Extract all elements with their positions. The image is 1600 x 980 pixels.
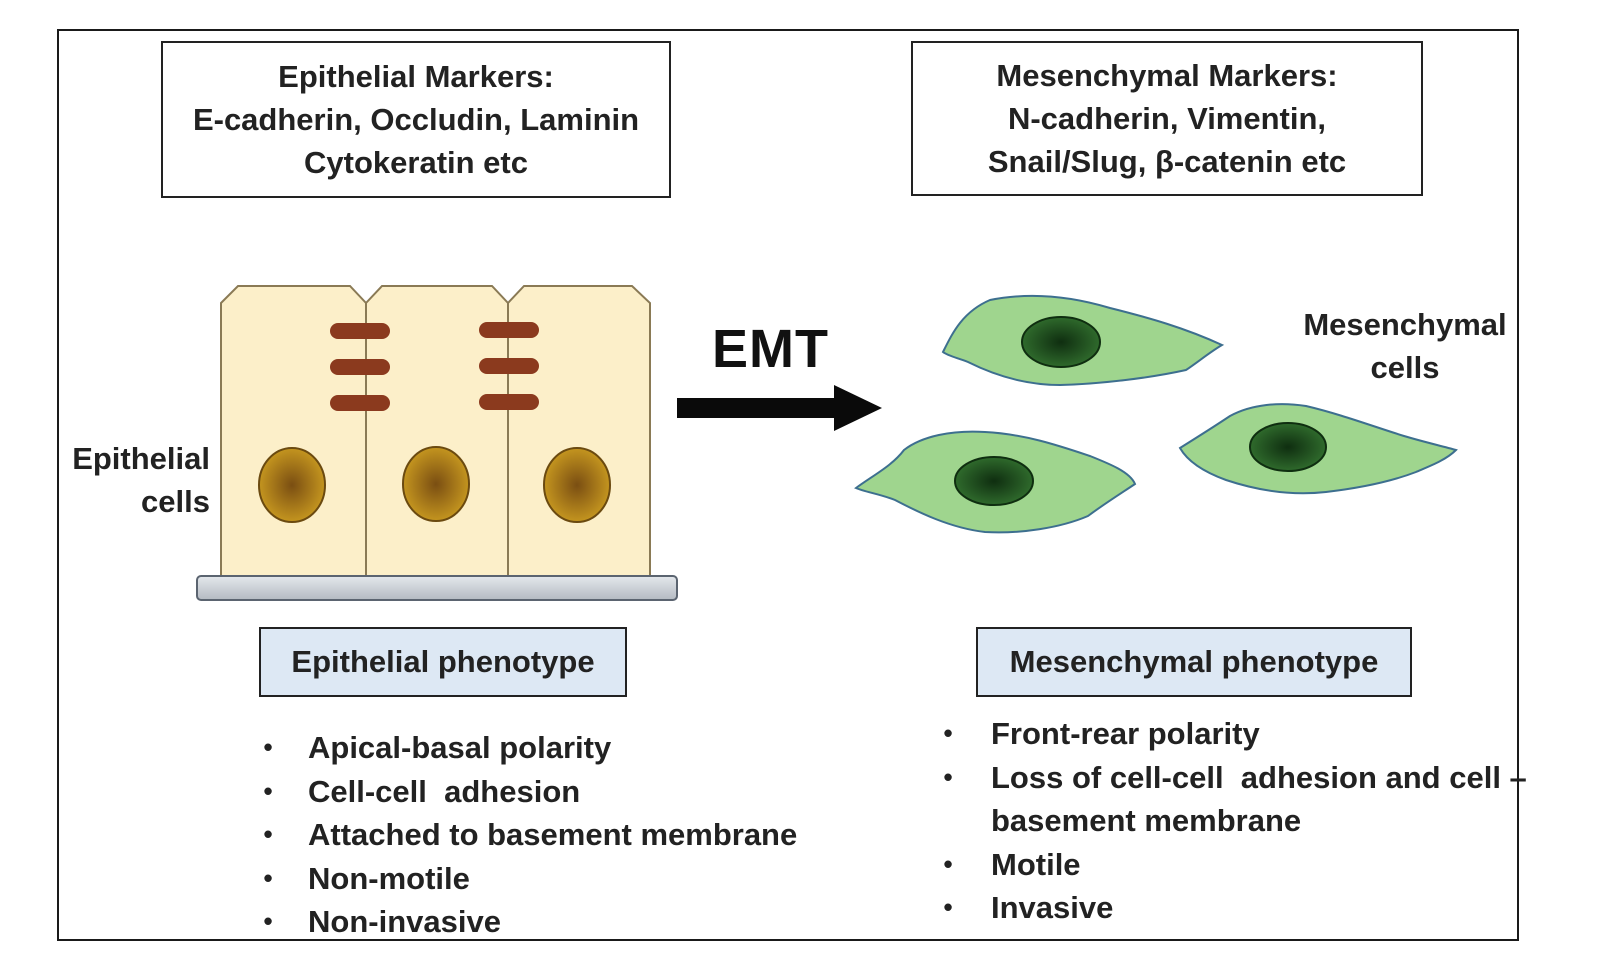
mesenchymal-nucleus xyxy=(1021,316,1101,368)
arrow-shaft xyxy=(677,398,839,418)
mesenchymal-nucleus xyxy=(954,456,1034,506)
mesenchymal-markers-list-2: Snail/Slug, β-catenin etc xyxy=(987,144,1347,179)
mesenchymal-phenotype-title: Mesenchymal phenotype xyxy=(976,627,1412,697)
tight-junction xyxy=(479,322,539,338)
bullet-icon: • xyxy=(943,892,953,922)
bullet-icon: • xyxy=(943,761,953,792)
bullet-icon: • xyxy=(263,775,273,806)
bullet-icon: • xyxy=(943,848,953,879)
epithelial-markers-list-1: E-cadherin, Occludin, Laminin xyxy=(192,102,640,137)
epithelial-phenotype-title: Epithelial phenotype xyxy=(259,627,627,697)
list-item-continuation: basement membrane xyxy=(991,803,1302,838)
epithelial-cells-label: Epithelial cells xyxy=(72,441,210,519)
epithelial-nucleus xyxy=(543,447,611,523)
mesenchymal-nucleus xyxy=(1249,422,1327,472)
desmosome xyxy=(479,394,539,410)
emt-arrow xyxy=(677,385,882,431)
arrow-head xyxy=(834,385,882,431)
epithelial-nucleus xyxy=(402,446,470,522)
list-item: •Non-invasive xyxy=(258,900,878,944)
bullet-icon: • xyxy=(263,862,273,893)
adherens-junction xyxy=(479,358,539,374)
epithelial-traits-list: •Apical-basal polarity •Cell-cell adhesi… xyxy=(258,726,878,944)
list-item: •Apical-basal polarity xyxy=(258,726,878,770)
list-item: •Loss of cell-cell adhesion and cell – xyxy=(938,756,1538,800)
bullet-icon: • xyxy=(263,732,273,762)
mesenchymal-markers-title: Mesenchymal Markers: xyxy=(996,58,1338,93)
list-item: •Motile xyxy=(938,843,1538,887)
mesenchymal-markers-box: Mesenchymal Markers: N-cadherin, Vimenti… xyxy=(911,41,1423,196)
mesenchymal-cells-group xyxy=(854,294,1458,534)
basement-membrane xyxy=(196,575,678,601)
bullet-icon: • xyxy=(263,906,273,936)
bullet-icon: • xyxy=(943,718,953,748)
list-item: •Front-rear polarity xyxy=(938,712,1538,756)
epithelial-markers-title: Epithelial Markers: xyxy=(278,59,554,94)
epithelial-markers-list-2: Cytokeratin etc xyxy=(304,145,528,180)
bullet-icon: • xyxy=(263,819,273,849)
list-item: •Non-motile xyxy=(258,857,878,901)
emt-label: EMT xyxy=(712,319,829,379)
tight-junction xyxy=(330,323,390,339)
epithelial-nucleus xyxy=(258,447,326,523)
list-item: •Invasive xyxy=(938,886,1538,930)
mesenchymal-cells-label: Mesenchymal cells xyxy=(1303,307,1507,385)
list-item: •Cell-cell adhesion xyxy=(258,770,878,814)
epithelial-markers-box: Epithelial Markers: E-cadherin, Occludin… xyxy=(161,41,671,198)
mesenchymal-markers-list-1: N-cadherin, Vimentin, xyxy=(1007,101,1327,136)
adherens-junction xyxy=(330,359,390,375)
list-item: •Attached to basement membrane xyxy=(258,813,878,857)
mesenchymal-traits-list: •Front-rear polarity •Loss of cell-cell … xyxy=(938,712,1538,930)
epithelial-cell-sheet xyxy=(196,285,678,601)
desmosome xyxy=(330,395,390,411)
